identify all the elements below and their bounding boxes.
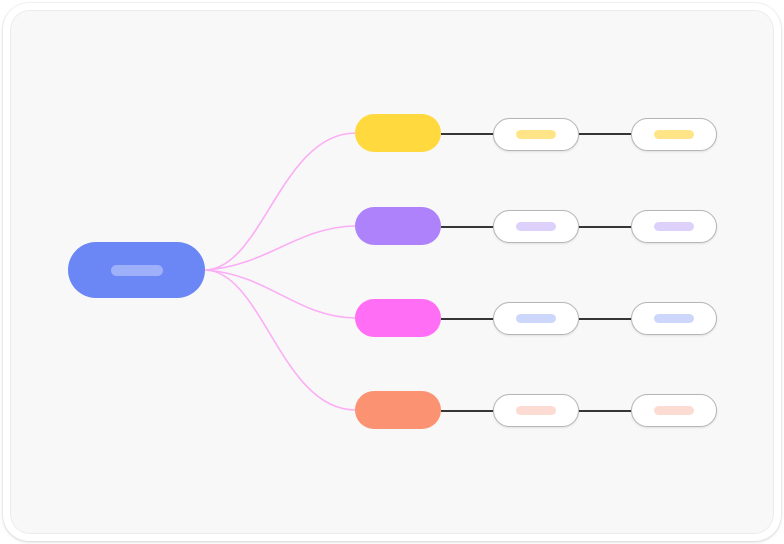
leaf-node-label-bar: [654, 222, 694, 231]
leaf-node-label-bar: [654, 130, 694, 139]
leaf-node-label-bar: [654, 406, 694, 415]
mind-map-leaf-node[interactable]: [631, 302, 717, 335]
leaf-node-label-bar: [516, 222, 556, 231]
mind-map-branch-node[interactable]: [355, 207, 441, 245]
mind-map-leaf-node[interactable]: [631, 394, 717, 427]
mind-map-branch-node[interactable]: [355, 114, 441, 152]
mind-map-leaf-node[interactable]: [631, 210, 717, 243]
mind-map-leaf-node[interactable]: [493, 210, 579, 243]
mind-map-root-node[interactable]: [68, 242, 205, 298]
leaf-node-label-bar: [516, 314, 556, 323]
mind-map-branch-node[interactable]: [355, 299, 441, 337]
mind-map-leaf-node[interactable]: [493, 302, 579, 335]
leaf-node-label-bar: [654, 314, 694, 323]
mind-map-branch-node[interactable]: [355, 391, 441, 429]
connector-curve: [205, 269, 356, 319]
mind-map-leaf-node[interactable]: [493, 118, 579, 151]
leaf-node-label-bar: [516, 130, 556, 139]
connector-curve: [205, 225, 356, 271]
leaf-node-label-bar: [516, 406, 556, 415]
mind-map-leaf-node[interactable]: [631, 118, 717, 151]
connector-curve: [205, 132, 356, 271]
root-node-label-bar: [110, 264, 163, 276]
connector-curve: [205, 269, 356, 411]
mind-map-leaf-node[interactable]: [493, 394, 579, 427]
mind-map-canvas[interactable]: [10, 10, 774, 534]
